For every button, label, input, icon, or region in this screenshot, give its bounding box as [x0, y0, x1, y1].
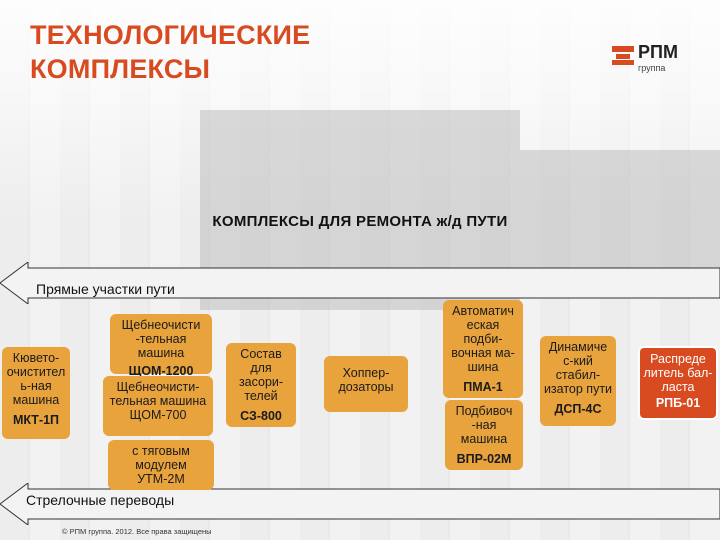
- bottom-arrow-label: Стрелочные переводы: [26, 492, 175, 508]
- logo-icon: [612, 46, 634, 65]
- box-sostav-code: СЗ-800: [240, 409, 282, 423]
- box-sostav: Состав для засори-телей СЗ-800: [226, 343, 296, 427]
- box-dsp-name: Динамиче с-кий стабил-изатор пути: [543, 340, 613, 396]
- page-title: ТЕХНОЛОГИЧЕСКИЕ КОМПЛЕКСЫ: [30, 18, 310, 86]
- box-shom-top-name: Щебнеочисти -тельная машина: [121, 318, 201, 360]
- box-dsp: Динамиче с-кий стабил-изатор пути ДСП-4С: [540, 336, 616, 426]
- box-hopper: Хоппер-дозаторы: [324, 356, 408, 412]
- copyright-footer: © РПМ группа. 2012. Все права защищены: [62, 527, 212, 536]
- company-logo: РПМ группа: [612, 42, 702, 74]
- box-rpb-code: РПБ-01: [655, 396, 701, 410]
- box-shom-top-code: ЩОМ-1200: [128, 364, 194, 378]
- bottom-arrow-shape: [0, 483, 720, 525]
- title-line-2: КОМПЛЕКСЫ: [30, 54, 211, 84]
- box-rpb-name: Распреде литель бал-ласта: [643, 352, 713, 394]
- diagram-subtitle: КОМПЛЕКСЫ ДЛЯ РЕМОНТА ж/д ПУТИ: [212, 213, 508, 230]
- box-shom-bot: Щебнеочисти-тельная машина ЩОМ-700: [103, 376, 213, 436]
- box-pma-name: Автоматич еская подби-вочная ма-шина: [451, 304, 515, 374]
- title-line-1: ТЕХНОЛОГИЧЕСКИЕ: [30, 20, 311, 50]
- box-shom-top: Щебнеочисти -тельная машина ЩОМ-1200: [110, 314, 212, 378]
- box-kmo: Кювето-очистител ь-ная машина МКТ-1П: [2, 347, 70, 439]
- box-kmo-code: МКТ-1П: [12, 413, 60, 427]
- box-dsp-code: ДСП-4С: [554, 402, 602, 416]
- box-rpb: Распреде литель бал-ласта РПБ-01: [638, 346, 718, 420]
- top-arrow-label: Прямые участки пути: [36, 281, 175, 297]
- box-utm-name: с тяговым модулем УТМ-2М: [132, 444, 190, 486]
- train-silhouette: [520, 150, 720, 280]
- box-kmo-name: Кювето-очистител ь-ная машина: [6, 351, 66, 407]
- box-pma-code: ПМА-1: [463, 380, 503, 394]
- top-arrow-shape: [0, 262, 720, 304]
- logo-word: РПМ: [638, 42, 678, 62]
- box-shom-bot-name: Щебнеочисти-тельная машина ЩОМ-700: [109, 380, 207, 422]
- logo-sub: группа: [638, 63, 666, 73]
- box-vpr: Подбивоч -ная машина ВПР-02М: [445, 400, 523, 470]
- box-utm: с тяговым модулем УТМ-2М: [108, 440, 214, 490]
- box-vpr-name: Подбивоч -ная машина: [455, 404, 513, 446]
- box-sostav-name: Состав для засори-телей: [238, 347, 284, 403]
- box-vpr-code: ВПР-02М: [456, 452, 512, 466]
- box-hopper-name: Хоппер-дозаторы: [338, 366, 394, 394]
- box-pma: Автоматич еская подби-вочная ма-шина ПМА…: [443, 300, 523, 398]
